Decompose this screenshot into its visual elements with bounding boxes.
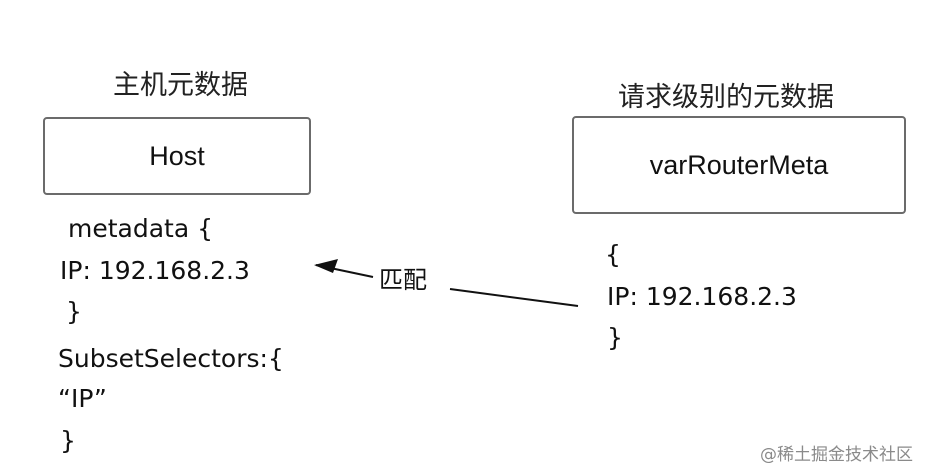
var-router-meta-box: varRouterMeta	[572, 116, 906, 214]
host-metadata-heading: 主机元数据	[113, 70, 248, 101]
host-line-ip: IP: 192.168.2.3	[60, 256, 250, 285]
host-line-subset-selectors: SubsetSelectors:{	[58, 344, 284, 373]
watermark: @稀土掘金技术社区	[760, 445, 913, 465]
match-arrow-lower-segment	[449, 288, 579, 307]
request-line-close-brace: }	[607, 323, 623, 352]
match-label: 匹配	[379, 266, 427, 294]
host-box-label: Host	[149, 140, 205, 171]
var-router-meta-box-label: varRouterMeta	[649, 149, 829, 180]
host-line-close-brace: }	[66, 297, 82, 326]
host-line-close-brace-2: }	[60, 426, 76, 455]
request-line-open-brace: {	[605, 240, 621, 269]
host-box: Host	[43, 117, 311, 195]
request-metadata-heading: 请求级别的元数据	[618, 82, 834, 113]
request-line-ip: IP: 192.168.2.3	[607, 282, 797, 311]
match-arrow-head-icon	[314, 259, 338, 273]
host-line-metadata: metadata {	[68, 214, 214, 243]
host-line-ip-selector: “IP”	[58, 384, 107, 413]
